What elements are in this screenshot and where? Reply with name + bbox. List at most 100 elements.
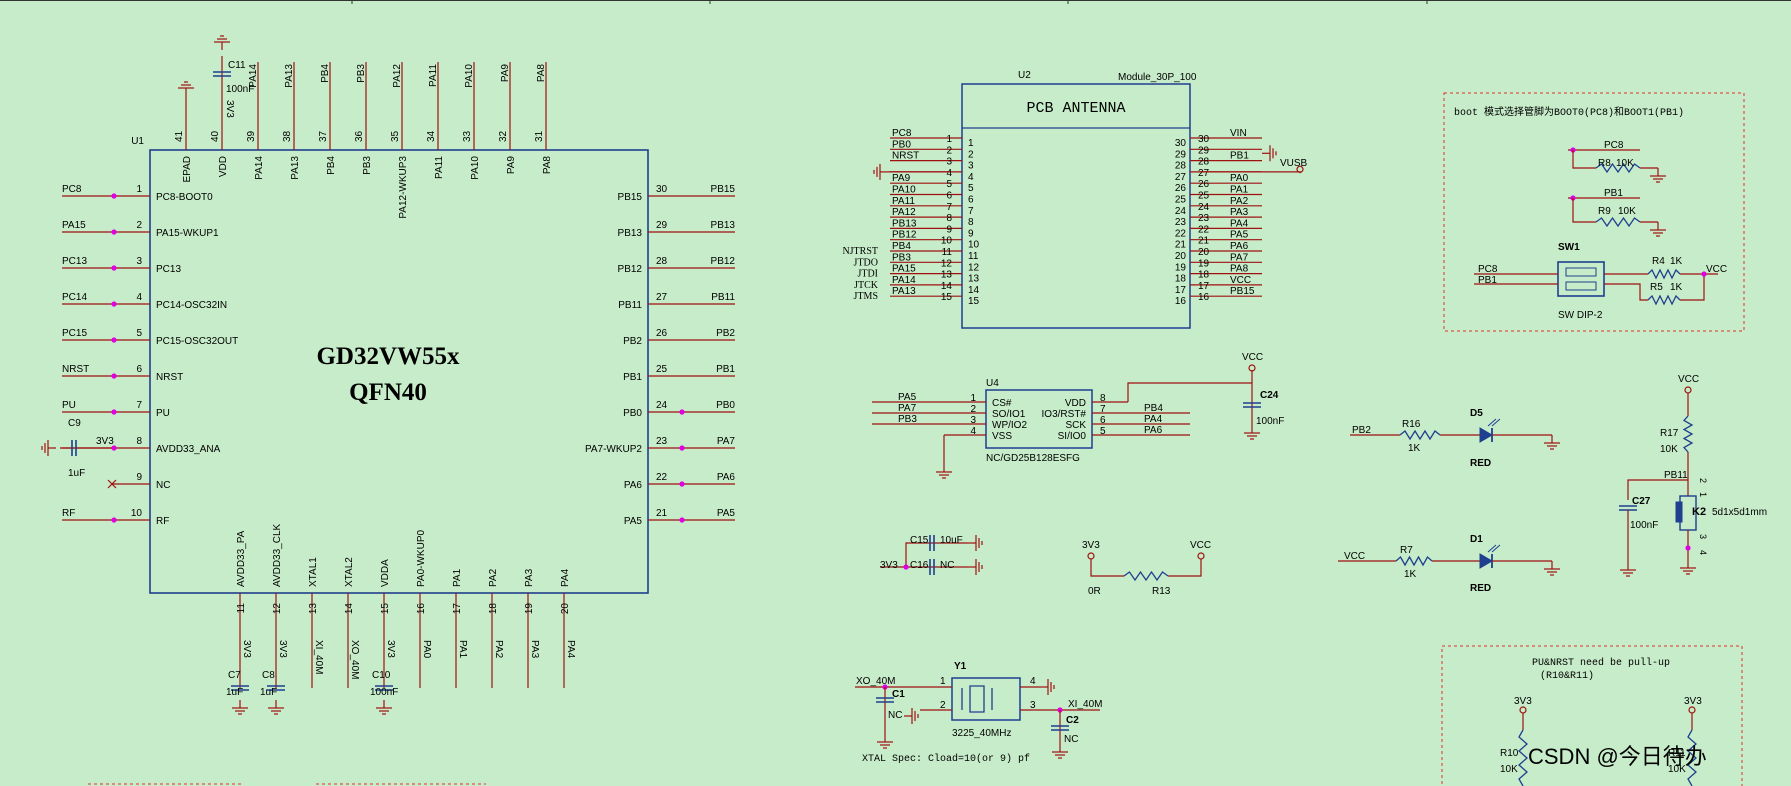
u2-conn-num: 20 [1175,251,1187,262]
u2-pin-num: 5 [946,179,952,190]
u2-conn-num: 15 [968,296,980,307]
u1-ref: U1 [131,136,144,147]
u1-net-label: XO_40M [349,640,360,679]
u1-pin-num: 36 [354,130,365,142]
u1-pin-num: 23 [656,436,668,447]
u2-pin-num: 23 [1198,213,1210,224]
led-ray [1487,418,1497,427]
c2-value: NC [1064,734,1078,745]
u2-net-label: PB12 [892,230,917,241]
u1-pin-name: PB3 [362,156,373,175]
d1-led [1479,553,1493,569]
u4-pin-num: 7 [1100,404,1106,415]
u1-pin-name: PA4 [560,568,571,587]
u1-pin-num: 25 [656,364,668,375]
u1-net-label: PA7 [717,436,736,447]
u1-net-label: XI_40M [313,640,324,674]
u1-pin-num: 22 [656,472,668,483]
u1-title: GD32VW55x [316,343,460,370]
y1-ref: Y1 [954,661,967,672]
u2-net-label: PB1 [1230,151,1249,162]
u1-pin-num: 14 [344,603,355,615]
u4-pin-num: 6 [1100,415,1106,426]
u2-conn-num: 23 [1175,217,1187,228]
led-ray [1491,418,1501,427]
u1-pin-num: 21 [656,508,668,519]
u1-pin-name: PA6 [624,480,643,491]
u2-conn-num: 19 [1175,262,1187,273]
u2-pin-num: 19 [1198,258,1210,269]
u2-conn-num: 17 [1175,285,1187,296]
r10-ref: R10 [1500,748,1519,759]
u2-conn-num: 2 [968,149,974,160]
r7-ref: R7 [1400,545,1413,556]
u1-net-label: PB4 [320,64,331,83]
u1-net-label: PB13 [711,220,736,231]
u4-vdd-wire [1127,382,1252,402]
u2-net-label: PA9 [892,173,911,184]
u2-pin-num: 4 [946,168,952,179]
u4-body [985,389,1093,449]
u1-pin-num: 17 [452,603,463,615]
u2-pin-num: 18 [1198,270,1210,281]
r5-resistor [1647,294,1681,306]
u1-pin-num: 11 [236,603,247,614]
u1-net-label: PB2 [716,328,735,339]
u2-conn-num: 22 [1175,228,1187,239]
r11-ref: R11 [1668,748,1686,759]
u2-net-label: VIN [1230,128,1247,139]
u4-pin-num: 5 [1100,426,1106,437]
d5-color: RED [1470,458,1491,469]
c9-value: 1uF [68,468,85,479]
u1-pin-num: 3 [136,256,142,267]
u1-pin-name: AVDD33_CLK [272,523,283,587]
u2-pin-num: 22 [1198,224,1210,235]
u1-net-label: PA4 [565,640,576,659]
u1-junction [679,517,685,523]
u1-pin-name: PB12 [618,264,643,275]
c1-value: NC [888,710,902,721]
u2-net-label: PA10 [892,185,916,196]
watermark: CSDN @今日待办 [1528,744,1707,769]
u2-conn-num: 21 [1175,240,1187,251]
k2-vcc-port [1684,386,1692,394]
u2-net-label: PA8 [1230,264,1249,275]
u2-net-label: PB3 [892,252,911,263]
r17-resistor [1682,415,1694,453]
u2-conn-num: 28 [1175,161,1187,172]
u2-jtag-alias: JTDO [854,257,878,268]
u2-net-label: PA13 [892,286,916,297]
c1-ref: C1 [892,689,905,700]
k2-actuator [1675,501,1683,523]
u4-part: NC/GD25B128ESFG [986,453,1080,464]
u1-net-label: PB12 [711,256,736,267]
u1-pin-name: PB2 [623,336,642,347]
u1-pin-num: 12 [272,603,283,615]
r13-right-port [1197,552,1205,560]
u2-conn-num: 14 [968,285,980,296]
u1-pin-name: PA10 [470,156,481,180]
u1-pin-num: 28 [656,256,668,267]
r7-value: 1K [1404,569,1417,580]
u1-net-label: PA2 [493,640,504,659]
u1-pin-name: EPAD [182,156,193,183]
u2-net-label: PA14 [892,275,916,286]
r16-value: 1K [1408,443,1421,454]
u1-pin-name: XTAL2 [344,557,355,587]
u1-net-label: RF [62,508,75,519]
u1-pin-name: PA1 [452,568,463,587]
sw1-slot2 [1565,281,1597,291]
u1-net-label: PA3 [529,640,540,659]
u4-net-label: PA4 [1144,414,1163,425]
u2-pin-num: 30 [1198,134,1210,145]
u2-conn-num: 7 [968,206,974,217]
r7-resistor [1395,555,1433,567]
u1-pin-name: PA0-WKUP0 [416,530,427,587]
u2-conn-num: 30 [1175,138,1187,149]
u1-pin-num: 10 [131,508,143,519]
r4-resistor [1647,268,1681,280]
u1-pin-name: PB13 [618,228,643,239]
u1-net-label: 3V3 [385,640,396,658]
u4-pin-num: 4 [970,426,976,437]
